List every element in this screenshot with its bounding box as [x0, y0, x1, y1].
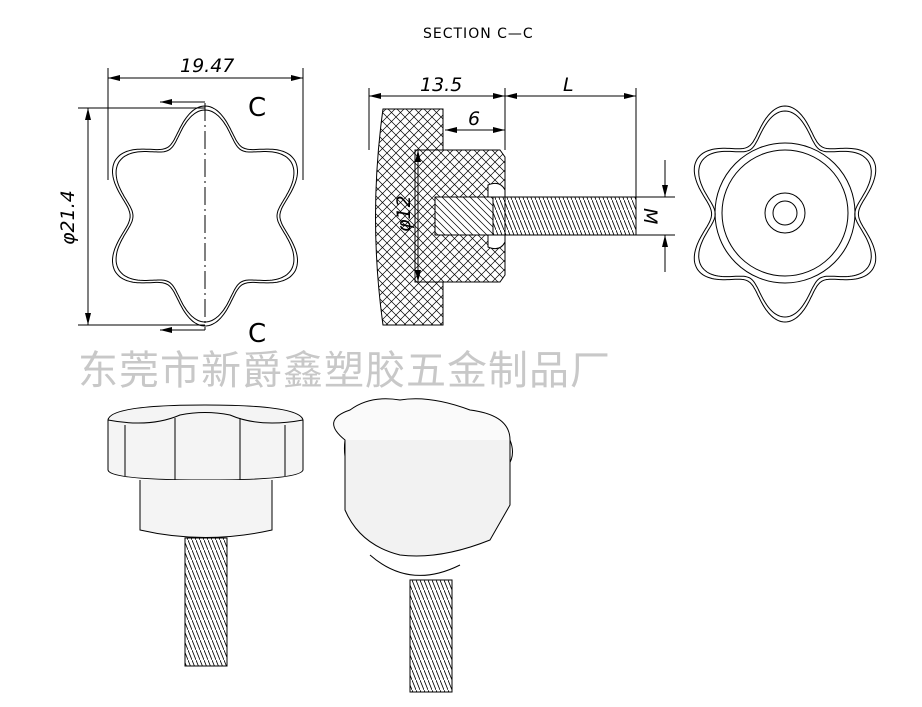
diameter-dimension: φ21.4: [57, 190, 79, 245]
back-view: [693, 105, 877, 323]
section-title: SECTION C—C: [423, 26, 534, 42]
width-dimension: 19.47: [180, 55, 234, 77]
knob-outline-inner: [115, 109, 295, 323]
hub-circle-inner: [721, 149, 849, 277]
front-view: 19.47 φ21.4 C C: [57, 55, 304, 349]
screw-hole: [772, 200, 798, 226]
section-mark-top: C: [248, 93, 266, 123]
screw-thread: [184, 537, 228, 667]
thread-size-dimension: M: [639, 208, 661, 224]
screw-thread: [409, 579, 453, 693]
hub-diameter-dimension: φ12: [393, 195, 415, 232]
screw-thread: [492, 196, 637, 236]
screw-head: [434, 196, 494, 236]
knob-outline: [693, 105, 877, 323]
thread-length-dimension: L: [563, 74, 574, 96]
knob-outline-inner: [698, 110, 872, 318]
section-mark-bottom: C: [248, 319, 266, 349]
iso-render: [333, 398, 513, 693]
head-length-dimension: 13.5: [420, 74, 462, 96]
watermark: 东莞市新爵鑫塑胶五金制品厂: [78, 348, 611, 394]
knob-outline: [112, 105, 298, 327]
section-view: 13.5 L 6 φ12 M: [368, 74, 675, 326]
screw-circle: [764, 192, 806, 234]
side-render: [107, 404, 304, 667]
hub-length-dimension: 6: [468, 108, 480, 130]
hub-circle: [714, 142, 856, 284]
